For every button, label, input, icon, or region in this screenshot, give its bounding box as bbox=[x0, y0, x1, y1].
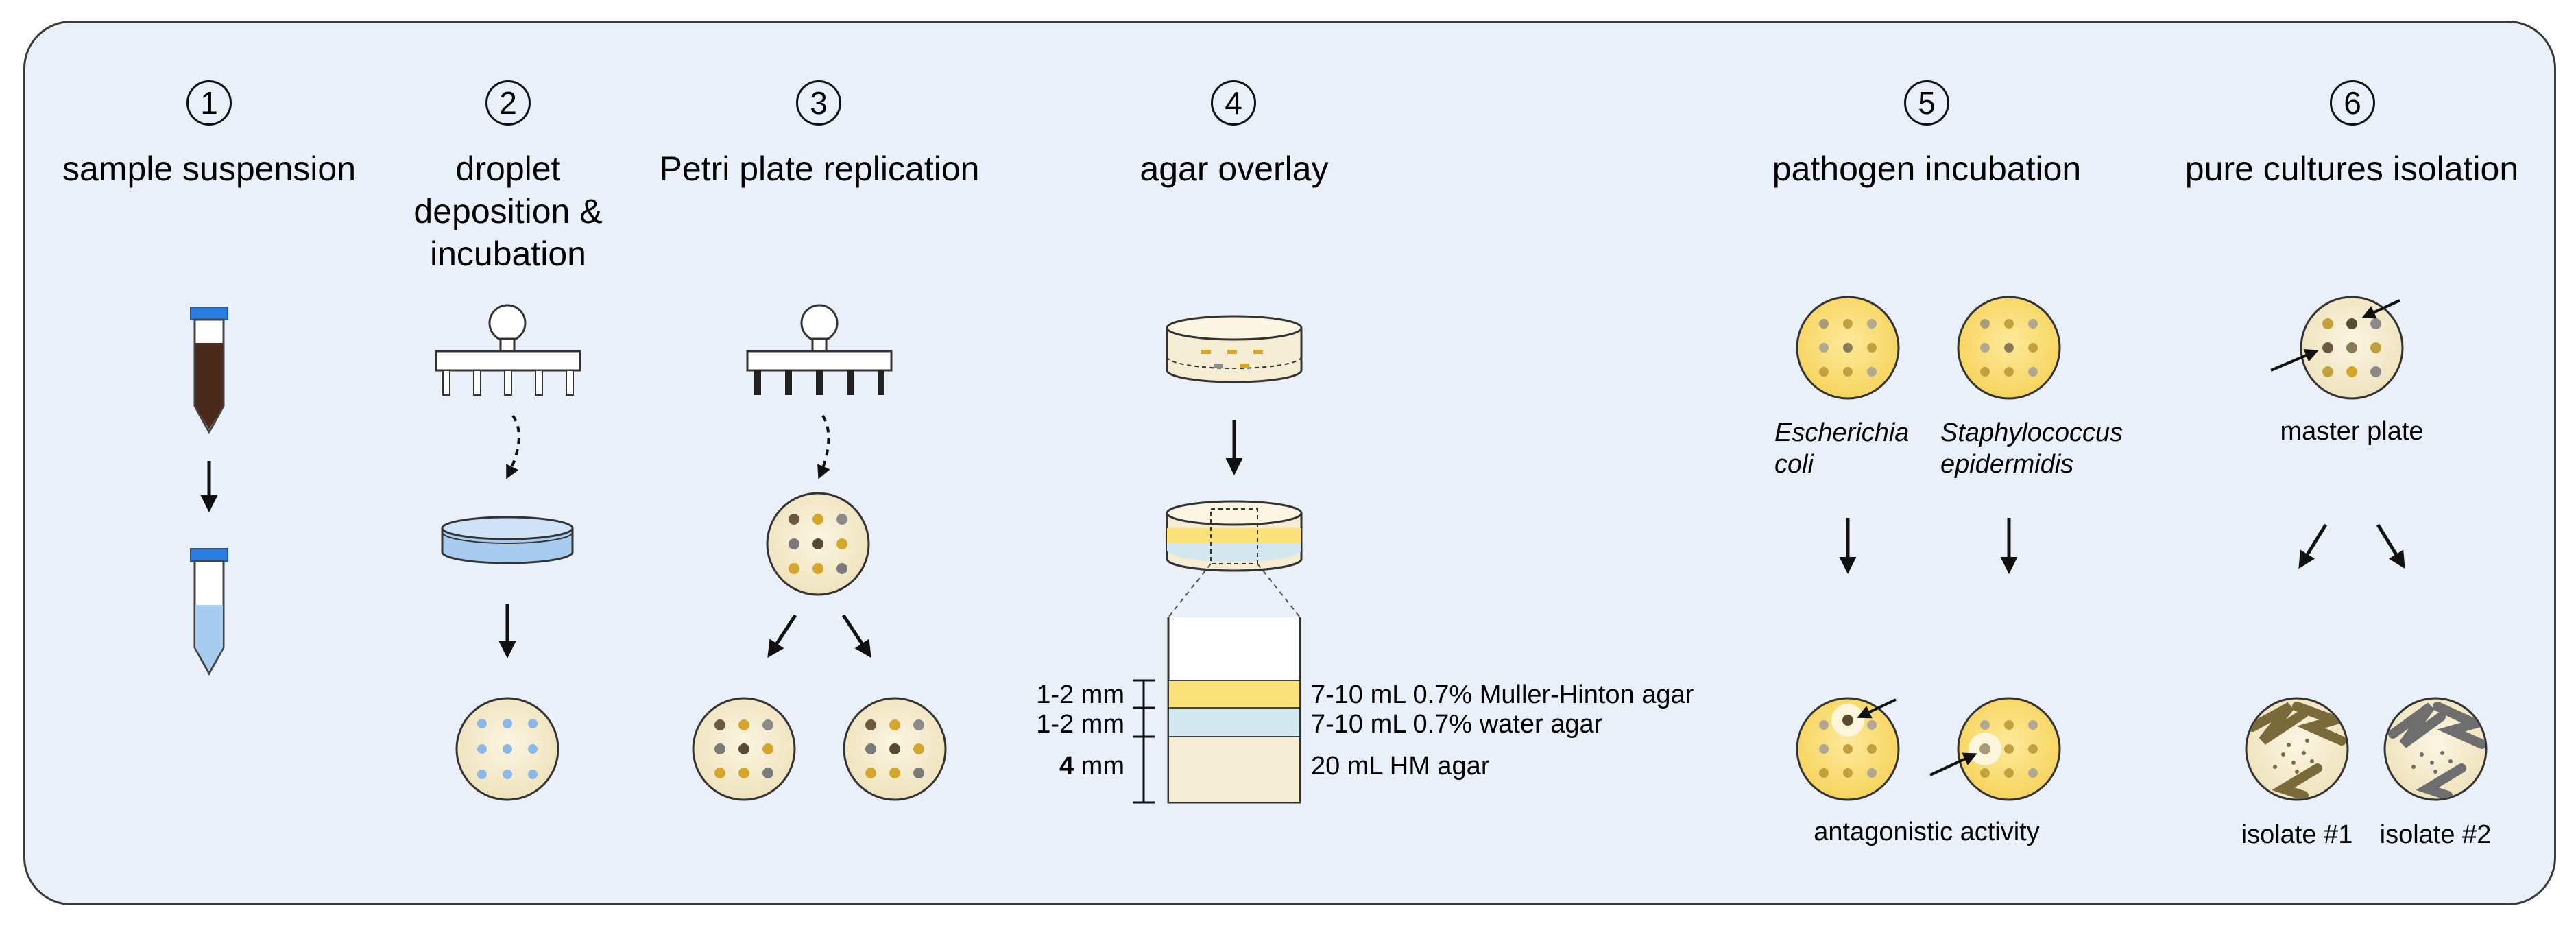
isolate-2-plate bbox=[2383, 697, 2488, 801]
pathogen-ecoli-line1: Escherichia bbox=[1774, 418, 1910, 447]
bottom-layer-label: 20 mL HM agar bbox=[1311, 752, 1490, 781]
step-2-title: droplet deposition & incubation bbox=[413, 150, 603, 273]
replica-plate-2 bbox=[843, 697, 947, 801]
step-6-title: pure cultures isolation bbox=[2184, 150, 2519, 188]
master-arrow-2 bbox=[2270, 349, 2319, 372]
pathogen-staph-line1: Staphylococcus bbox=[1940, 418, 2123, 447]
agar-layers-zoom bbox=[1167, 617, 1301, 804]
bottom-thickness-unit: mm bbox=[1074, 752, 1124, 781]
step-6-number: 6 bbox=[2330, 80, 2375, 126]
soil-sample-tube bbox=[190, 307, 228, 435]
thickness-ruler bbox=[1133, 679, 1155, 804]
inhibition-plate-1 bbox=[1796, 697, 1900, 801]
isolate-1-plate bbox=[2245, 697, 2349, 801]
bottom-layer-thickness: 4 mm bbox=[1008, 750, 1124, 782]
arrow-3-left bbox=[767, 614, 797, 658]
step-3-title: Petri plate replication bbox=[659, 150, 980, 188]
isolate-1-label: isolate #1 bbox=[2241, 820, 2353, 849]
master-arrow-1 bbox=[2361, 299, 2400, 319]
master-colony-plate bbox=[766, 492, 870, 596]
zoom-line-left bbox=[1168, 563, 1212, 618]
inhibition-arrow-2 bbox=[1929, 752, 1977, 776]
zoom-line-right bbox=[1257, 563, 1301, 618]
pathogen-staph-line2: epidermidis bbox=[1940, 450, 2074, 479]
step-5-number: 5 bbox=[1904, 80, 1949, 126]
top-layer-label: 7-10 mL 0.7% Muller-Hinton agar bbox=[1311, 680, 1694, 709]
arrow-3-right bbox=[841, 614, 871, 658]
step-2-number: 2 bbox=[485, 80, 531, 126]
bottom-thickness-value: 4 bbox=[1059, 752, 1074, 781]
replica-plate-side-view bbox=[1166, 315, 1303, 383]
inhibition-plate-2 bbox=[1957, 697, 2061, 801]
arrow-6-left bbox=[2298, 523, 2328, 569]
step-1-number: 1 bbox=[186, 80, 232, 126]
inoculated-plate-blue bbox=[455, 697, 559, 801]
antagonistic-activity-label: antagonistic activity bbox=[1814, 818, 2040, 846]
dashed-arrow-2 bbox=[506, 414, 520, 479]
master-plate bbox=[2300, 296, 2404, 400]
middle-layer-thickness: 1-2 mm bbox=[1036, 710, 1124, 739]
step-1-title: sample suspension bbox=[62, 150, 357, 188]
top-layer-thickness: 1-2 mm bbox=[1036, 680, 1124, 709]
ecoli-plate bbox=[1796, 296, 1900, 400]
replicator-pins-black bbox=[746, 304, 893, 395]
step-4-number: 4 bbox=[1211, 80, 1256, 126]
master-plate-label: master plate bbox=[2280, 417, 2424, 446]
replica-plate-1 bbox=[692, 697, 796, 801]
liquid-plate bbox=[441, 516, 574, 564]
step-5-title: pathogen incubation bbox=[1772, 150, 2082, 188]
staph-plate bbox=[1957, 296, 2061, 400]
isolate-2-label: isolate #2 bbox=[2379, 820, 2492, 849]
step-3-number: 3 bbox=[796, 80, 841, 126]
diluted-sample-tube bbox=[190, 548, 228, 676]
pathogen-ecoli-line2: coli bbox=[1774, 450, 1814, 479]
dashed-arrow-3 bbox=[817, 414, 830, 479]
middle-layer-label: 7-10 mL 0.7% water agar bbox=[1311, 710, 1603, 739]
step-4-title: agar overlay bbox=[1140, 150, 1329, 188]
inhibition-arrow-1 bbox=[1857, 698, 1897, 719]
replicator-pins-white bbox=[435, 304, 581, 396]
overlaid-plate-side-view bbox=[1166, 500, 1303, 572]
arrow-6-right bbox=[2376, 523, 2405, 569]
